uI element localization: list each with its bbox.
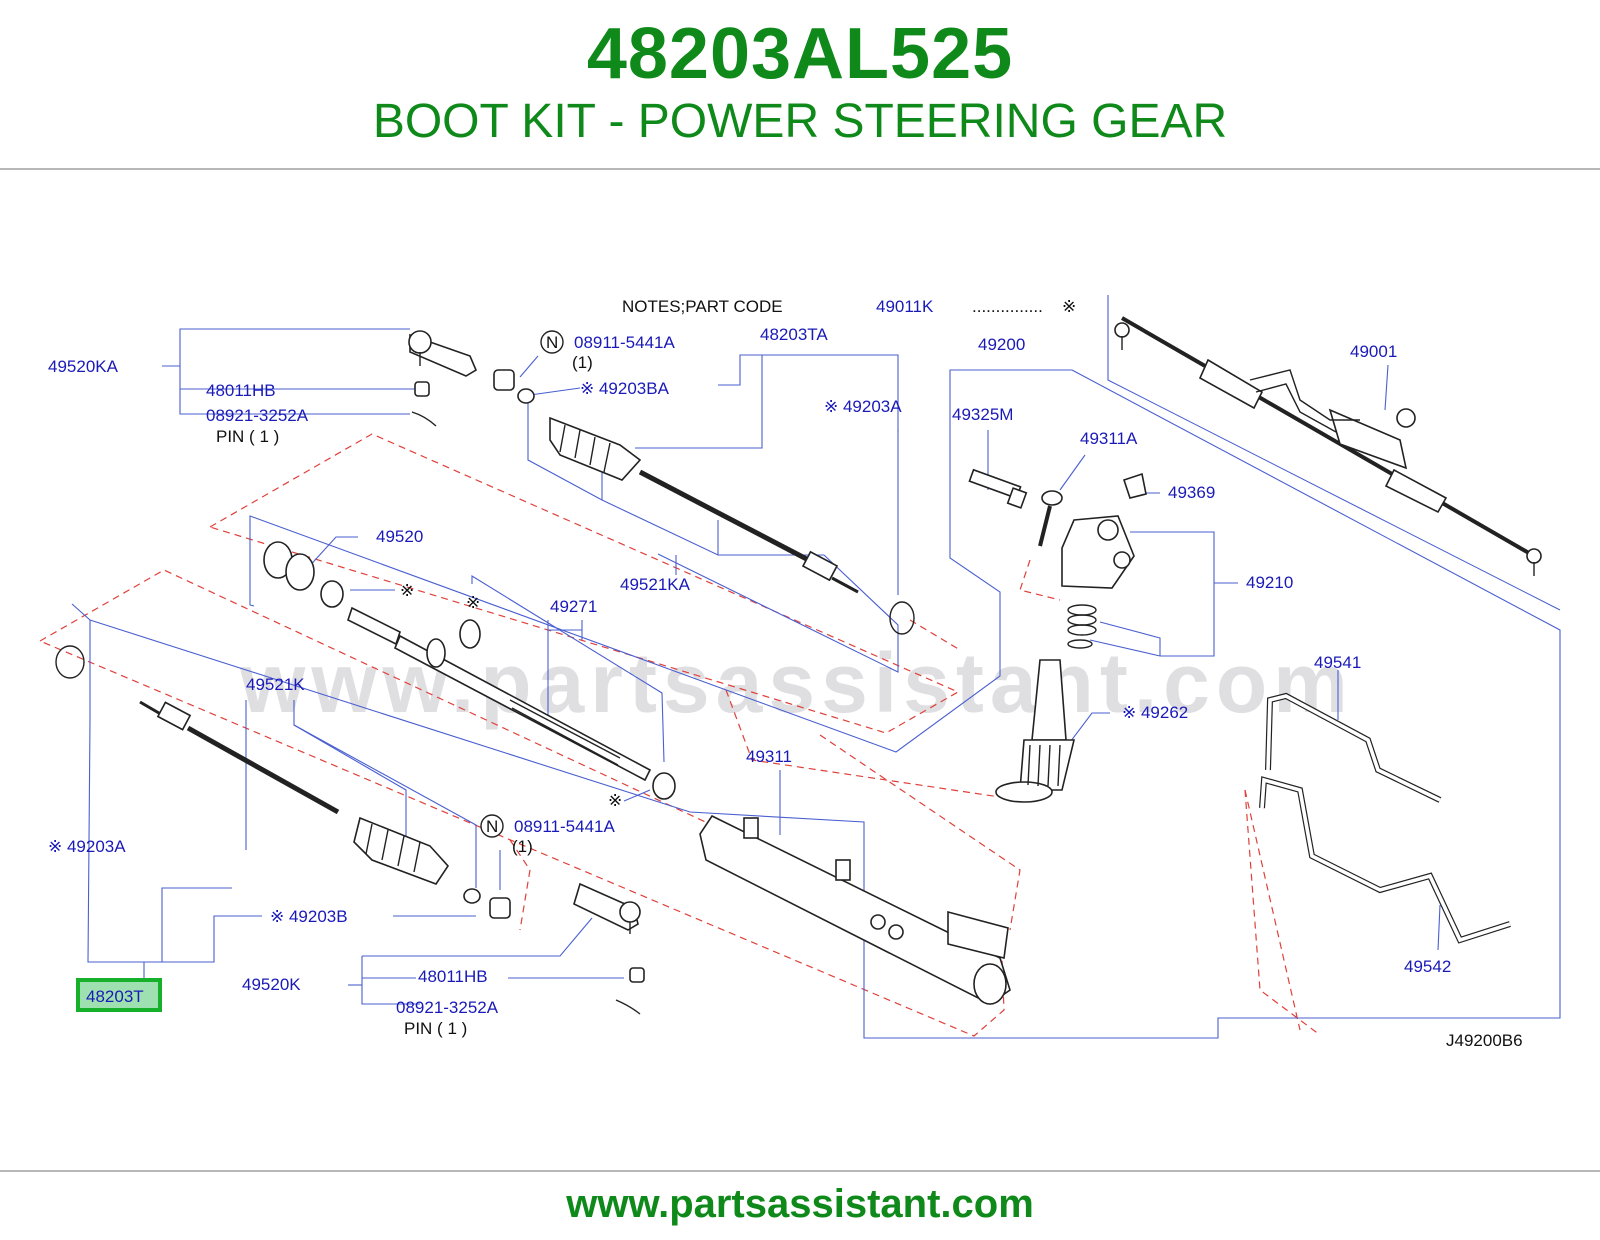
leader-lines xyxy=(71,295,1561,1039)
label-qty-bottom: (1) xyxy=(512,837,533,856)
gasket-49369-icon xyxy=(1122,472,1147,499)
label-49520k[interactable]: 49520K xyxy=(242,975,301,994)
dashed-group-outlines xyxy=(39,433,1321,1037)
notes-mark: ※ xyxy=(1062,297,1076,316)
nut-bottom-icon xyxy=(489,897,511,919)
label-49325m[interactable]: 49325M xyxy=(952,405,1013,424)
rack-seal-icon xyxy=(652,772,676,800)
label-49262[interactable]: ※ 49262 xyxy=(1122,703,1188,722)
label-49521ka[interactable]: 49521KA xyxy=(620,575,691,594)
label-49271[interactable]: 49271 xyxy=(550,597,597,616)
inner-tie-rod-lower-icon xyxy=(139,700,340,815)
boot-upper-icon xyxy=(549,416,642,481)
notes-label: NOTES;PART CODE xyxy=(622,297,783,316)
valve-springs-icon xyxy=(1067,604,1097,649)
tie-rod-end-lower-icon xyxy=(573,882,645,1015)
label-49210[interactable]: 49210 xyxy=(1246,573,1293,592)
bolt-49311a-icon xyxy=(1038,490,1063,547)
callout-labels: NOTES;PART CODE 49011K ............... ※… xyxy=(48,297,1523,1050)
label-49203ba[interactable]: ※ 49203BA xyxy=(580,379,670,398)
n-mark-bottom: N xyxy=(486,817,498,836)
note-mark-a: ※ xyxy=(400,581,414,600)
figure-code: J49200B6 xyxy=(1446,1031,1523,1050)
label-49200[interactable]: 49200 xyxy=(978,335,1025,354)
part-drawings xyxy=(55,316,1542,1015)
nut-top-icon xyxy=(493,369,515,391)
tie-rod-end-upper-icon xyxy=(408,330,478,427)
label-49311[interactable]: 49311 xyxy=(746,747,792,766)
exploded-parts-diagram: www.partsassistant.com xyxy=(39,295,1561,1050)
label-49520[interactable]: 49520 xyxy=(376,527,423,546)
clamp-top-icon xyxy=(889,601,915,635)
boot-lower-icon xyxy=(353,816,450,885)
page-header: 48203AL525 BOOT KIT - POWER STEERING GEA… xyxy=(0,0,1600,168)
label-qty-top: (1) xyxy=(572,353,593,372)
label-49542[interactable]: 49542 xyxy=(1404,957,1451,976)
note-mark-b: ※ xyxy=(466,593,480,612)
pinion-49262-icon xyxy=(995,659,1076,803)
label-49311a[interactable]: 49311A xyxy=(1080,429,1138,448)
label-49521k[interactable]: 49521K xyxy=(246,675,305,694)
highlighted-part-label[interactable]: 48203T xyxy=(86,987,144,1006)
gear-assembly-49001-icon xyxy=(1114,316,1542,576)
label-48011hb-bottom[interactable]: 48011HB xyxy=(418,967,488,986)
label-08921-3252a-top[interactable]: 08921-3252A xyxy=(206,406,309,425)
clip-top-icon xyxy=(517,388,535,404)
footer-divider xyxy=(0,1170,1600,1172)
seal-ring-icon xyxy=(459,619,481,649)
label-49369[interactable]: 49369 xyxy=(1168,483,1215,502)
label-49203a-bottom[interactable]: ※ 49203A xyxy=(48,837,126,856)
valve-housing-icon xyxy=(1061,515,1135,589)
inner-tie-rod-upper-icon xyxy=(638,469,859,594)
part-name-subtitle: BOOT KIT - POWER STEERING GEAR xyxy=(372,95,1228,148)
label-pin-top: PIN ( 1 ) xyxy=(216,427,279,446)
n-mark-top: N xyxy=(546,333,558,352)
label-08911-5441a-top[interactable]: 08911-5441A xyxy=(574,333,675,352)
gear-housing-icon xyxy=(699,814,1011,1005)
bushing-49520-icon xyxy=(263,541,344,608)
clip-bottom-icon xyxy=(463,888,481,904)
n-circle-top-icon xyxy=(540,330,564,354)
part-number-title: 48203AL525 xyxy=(586,14,1014,94)
notes-dots: ............... xyxy=(972,297,1043,316)
label-49203b[interactable]: ※ 49203B xyxy=(270,907,348,926)
rack-49271-icon xyxy=(347,606,652,782)
label-08911-5441a-bottom[interactable]: 08911-5441A xyxy=(514,817,615,836)
highlighted-part-box[interactable] xyxy=(76,978,162,1012)
header-divider xyxy=(0,168,1600,170)
pressure-pipes-icon xyxy=(1259,692,1511,944)
label-49203a-top[interactable]: ※ 49203A xyxy=(824,397,902,416)
footer-website-link[interactable]: www.partsassistant.com xyxy=(566,1182,1034,1226)
n-circle-bottom-icon xyxy=(480,814,504,838)
notes-code: 49011K xyxy=(876,297,934,316)
label-48011hb-top[interactable]: 48011HB xyxy=(206,381,276,400)
note-mark-c: ※ xyxy=(608,791,622,810)
clamp-bottom-icon xyxy=(55,645,85,679)
label-49001[interactable]: 49001 xyxy=(1350,342,1397,361)
label-pin-bottom: PIN ( 1 ) xyxy=(404,1019,467,1038)
label-49520ka[interactable]: 49520KA xyxy=(48,357,119,376)
label-49541[interactable]: 49541 xyxy=(1314,653,1361,672)
label-08921-3252a-bottom[interactable]: 08921-3252A xyxy=(396,998,499,1017)
label-48203ta[interactable]: 48203TA xyxy=(760,325,828,344)
bolt-49325m-icon xyxy=(968,468,1028,509)
